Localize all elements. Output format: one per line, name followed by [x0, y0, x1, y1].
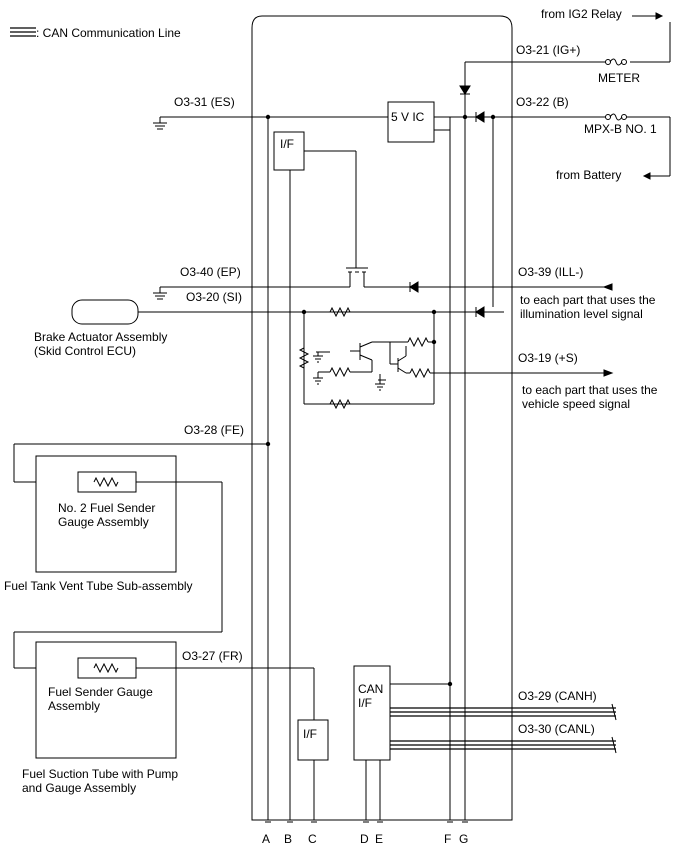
mpxb-fuse-label: MPX-B NO. 1: [584, 122, 657, 136]
canl-terminal: O3-30 (CANL): [518, 722, 595, 736]
ep-terminal: O3-40 (EP): [180, 265, 241, 279]
if-top-label: I/F: [280, 137, 294, 151]
es-terminal: O3-31 (ES): [174, 95, 235, 109]
bus-label-c: C: [308, 832, 317, 846]
bus-label-e: E: [375, 832, 383, 846]
speed-note-2: vehicle speed signal: [522, 397, 630, 411]
fe-circuit: O3-28 (FE) No. 2 Fuel Sender Gauge Assem…: [4, 423, 271, 632]
b-terminal: O3-22 (B): [516, 95, 569, 109]
fr-terminal: O3-27 (FR): [182, 649, 243, 663]
fr-circuit: O3-27 (FR) Fuel Sender Gauge Assembly Fu…: [13, 631, 315, 795]
bus-label-b: B: [284, 832, 292, 846]
can-if-box: [353, 665, 391, 761]
ic-5v-label: 5 V IC: [391, 110, 425, 124]
meter-ecu-outline: [251, 15, 513, 821]
legend: : CAN Communication Line: [10, 26, 181, 40]
if-bottom-box: [297, 719, 329, 761]
sender-resistor: [77, 657, 137, 679]
bus-label-a: A: [262, 832, 270, 846]
suction-tube-label-1: Fuel Suction Tube with Pump: [22, 767, 178, 781]
sender-label-2: Assembly: [48, 699, 100, 713]
es-circuit: O3-31 (ES): [153, 95, 271, 130]
no2-sender-label-2: Gauge Assembly: [58, 515, 149, 529]
plus-s-terminal: O3-19 (+S): [518, 351, 578, 365]
sender-label-1: Fuel Sender Gauge: [48, 685, 153, 699]
ill-note-2: illumination level signal: [520, 307, 643, 321]
legend-label: : CAN Communication Line: [36, 26, 181, 40]
no2-sender-resistor: [77, 471, 137, 493]
ill-terminal: O3-39 (ILL-): [518, 265, 583, 279]
ill-circuit: O3-39 (ILL-) to each part that uses the …: [504, 265, 656, 321]
ep-circuit: O3-40 (EP): [153, 265, 504, 300]
no2-sender-label-1: No. 2 Fuel Sender: [58, 501, 155, 515]
ig-supply: from IG2 Relay O3-21 (IG+) METER: [459, 7, 671, 117]
si-terminal: O3-20 (SI): [186, 290, 242, 304]
can-bus: O3-29 (CANH) O3-30 (CANL): [390, 689, 617, 754]
brake-actuator-label-1: Brake Actuator Assembly: [34, 330, 167, 344]
can-if-label-2: I/F: [358, 696, 372, 710]
fe-terminal: O3-28 (FE): [184, 423, 244, 437]
ig2-relay-label: from IG2 Relay: [541, 7, 622, 21]
bus-lines: [265, 116, 468, 823]
if-top-box: [273, 131, 305, 171]
vent-tube-label: Fuel Tank Vent Tube Sub-assembly: [4, 579, 193, 593]
ill-note-1: to each part that uses the: [520, 293, 656, 307]
suction-tube-label-2: and Gauge Assembly: [22, 781, 136, 795]
meter-fuse-label: METER: [598, 71, 640, 85]
speed-note-1: to each part that uses the: [522, 383, 658, 397]
battery-label: from Battery: [556, 168, 621, 182]
canh-terminal: O3-29 (CANH): [518, 689, 597, 703]
bus-label-f: F: [444, 832, 451, 846]
brake-actuator-box: [71, 299, 139, 325]
plus-s-circuit: O3-19 (+S) to each part that uses the ve…: [518, 351, 658, 411]
battery-supply: O3-22 (B) MPX-B NO. 1 from Battery: [434, 95, 671, 307]
can-if-label-1: CAN: [358, 682, 383, 696]
speed-signal-circuit: [298, 312, 614, 410]
ig-plus-terminal: O3-21 (IG+): [516, 43, 580, 57]
bus-label-g: G: [459, 832, 468, 846]
if-bottom-label: I/F: [303, 727, 317, 741]
brake-actuator-label-2: (Skid Control ECU): [34, 344, 136, 358]
si-circuit: Brake Actuator Assembly (Skid Control EC…: [34, 290, 504, 404]
bus-label-d: D: [360, 832, 369, 846]
ic-5v-box: [387, 101, 435, 143]
